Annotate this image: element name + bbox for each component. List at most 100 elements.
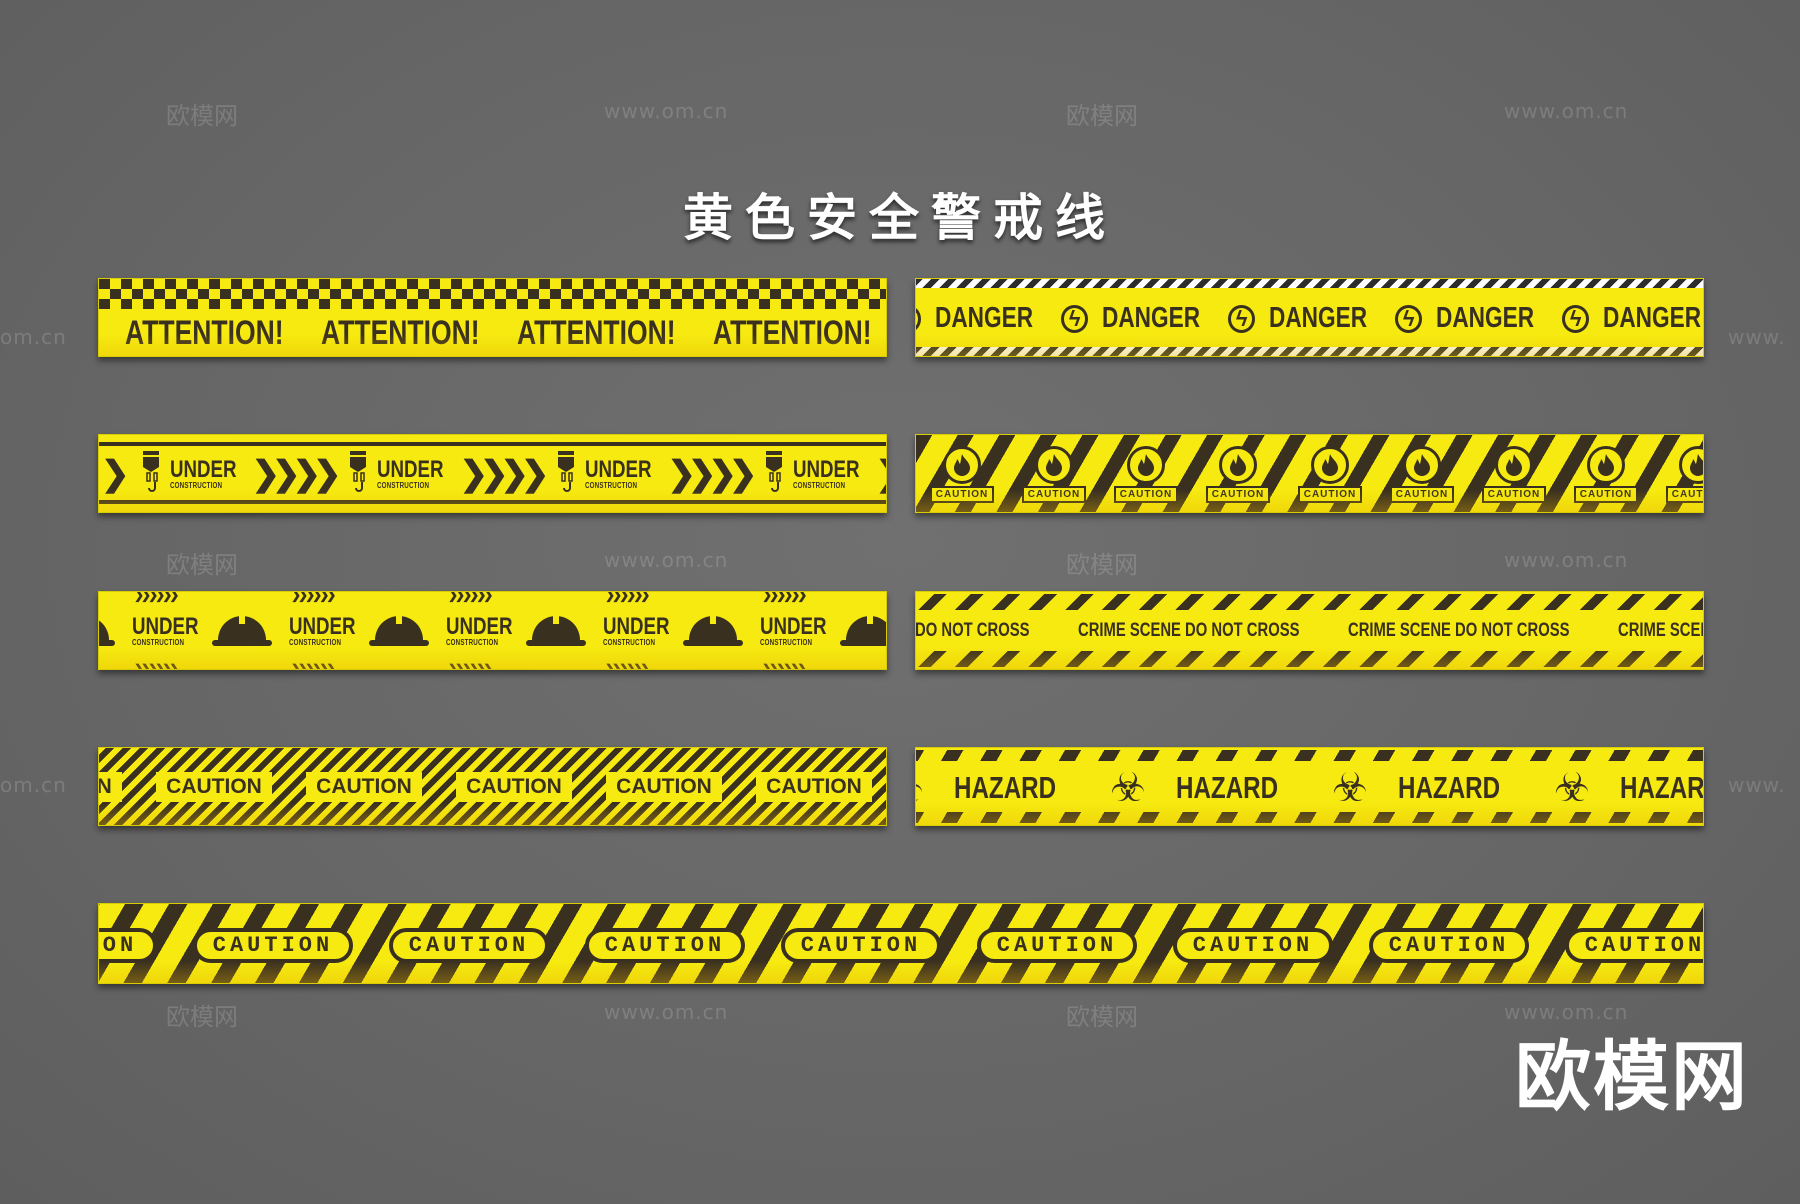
- tape-label: CRIME SCENE DO NOT CROSS: [1618, 620, 1703, 641]
- tape-segment: ATTENTION!: [687, 314, 883, 353]
- tape-danger: ϟDANGERϟDANGERϟDANGERϟDANGERϟDANGER: [915, 278, 1704, 357]
- tape-label: ATTENTION!: [125, 313, 284, 352]
- crane-hook-icon: [347, 450, 369, 498]
- caution-box: CAUTION: [156, 772, 272, 802]
- tape-segment: CAUTION: [175, 927, 371, 963]
- watermark: 欧模网: [1066, 551, 1138, 579]
- tape-segment: CAUTION: [1560, 445, 1652, 503]
- caution-box: CAUTION: [606, 772, 722, 802]
- chevron-icon: ❯❯❯❯❯❯: [762, 591, 807, 602]
- lightning-icon: ϟ: [1228, 304, 1256, 333]
- caution-box: CAUTION: [99, 772, 122, 802]
- caution-box: CAUTION: [929, 485, 995, 503]
- watermark: om.cn: [0, 773, 67, 797]
- tape-segment: CAUTION: [289, 772, 439, 802]
- crane-hook-icon: [763, 450, 785, 498]
- tape-label: DANGER: [1102, 302, 1201, 334]
- watermark: 欧模网: [166, 102, 238, 130]
- tape-title: UNDER: [132, 613, 199, 640]
- chevron-icon: ❯❯❯❯❯❯: [134, 591, 179, 602]
- dash-band: [916, 812, 1703, 823]
- fire-icon: [1127, 445, 1165, 484]
- watermark: www.om.cn: [1504, 1000, 1629, 1024]
- chevron-icon: ❯❯❯❯❯❯: [605, 591, 650, 602]
- tape-label: CRIME SCENE DO NOT CROSS: [1078, 620, 1300, 641]
- fire-icon: [1679, 445, 1703, 484]
- tape-subtitle: CONSTRUCTION: [603, 638, 656, 647]
- caution-box: CAUTION: [1665, 485, 1703, 503]
- tape-crime-scene: CRIME SCENE DO NOT CROSS CRIME SCENE DO N…: [915, 591, 1704, 670]
- page-title: 黄色安全警戒线: [683, 189, 1117, 247]
- tape-segment: CAUTION: [139, 772, 289, 802]
- chevron-icon: ❯❯❯❯❯❯: [605, 662, 650, 670]
- tape-segment: CAUTION: [959, 927, 1155, 963]
- hatch-band: [916, 651, 1703, 667]
- tape-segment: CAUTION: [1192, 445, 1284, 503]
- caution-pill: CAUTION: [192, 927, 354, 963]
- watermark: 欧模网: [166, 1003, 238, 1031]
- caution-pill: CAUTION: [1564, 927, 1703, 963]
- tape-label: DANGER: [1436, 302, 1535, 334]
- caution-pill: CAUTION: [584, 927, 746, 963]
- watermark: www.: [1728, 773, 1786, 797]
- tape-segment: ☣ HAZARD: [1554, 764, 1704, 811]
- biohazard-icon: ☣: [1554, 764, 1590, 811]
- tape-subtitle: CONSTRUCTION: [169, 480, 222, 490]
- tape-segment: CRIME SCENE DO NOT CROSS: [1348, 620, 1618, 642]
- tape-segment: ☣HAZARD: [1332, 765, 1554, 811]
- chevron-icon: ❯❯❯❯: [459, 455, 549, 493]
- tape-title: UNDER: [377, 455, 445, 483]
- tape-segment: CAUTION: [1100, 445, 1192, 503]
- caution-box: CAUTION: [1113, 485, 1179, 503]
- tape-subtitle: CONSTRUCTION: [446, 638, 499, 647]
- tape-segment: ☣HAZARD: [1110, 765, 1332, 811]
- watermark: om.cn: [0, 325, 67, 349]
- tape-label: HAZARD: [953, 769, 1056, 805]
- caution-box: CAUTION: [756, 772, 872, 802]
- tape-label: CRIME SCENE DO NOT CROSS: [1348, 620, 1570, 641]
- lightning-icon: ϟ: [1395, 304, 1423, 333]
- checker-band: [99, 279, 886, 309]
- fire-icon: [1403, 445, 1441, 484]
- caution-pill: CAUTION: [99, 927, 158, 963]
- tape-segment: ATTENTION!: [99, 314, 295, 353]
- hard-hat-icon: [99, 610, 117, 653]
- caution-pill: CAUTION: [1368, 927, 1530, 963]
- tape-segment: CAUTION: [739, 772, 886, 802]
- tape-segment: CAUTION: [1376, 445, 1468, 503]
- caution-box: CAUTION: [1297, 485, 1363, 503]
- tape-label: ATTENTION!: [713, 313, 872, 352]
- tape-label: HAZARD: [1619, 769, 1704, 805]
- chevron-icon: ❯❯❯❯: [667, 455, 757, 493]
- chevron-icon: ❯❯❯❯❯❯: [448, 591, 493, 602]
- tape-segment: CAUTION: [371, 927, 567, 963]
- tape-segment: ϟ DANGER: [1395, 302, 1562, 335]
- tape-title: UNDER: [169, 455, 237, 483]
- caution-box: CAUTION: [1573, 485, 1639, 503]
- tape-label: DANGER: [1269, 302, 1368, 334]
- tape-subtitle: CONSTRUCTION: [289, 638, 342, 647]
- crane-hook-icon: [555, 450, 577, 498]
- tape-label: CRIME SCENE DO NOT CROSS: [915, 620, 1030, 641]
- fire-icon: [1587, 445, 1625, 484]
- tape-segment: CAUTION: [1008, 445, 1100, 503]
- tape-segment: CAUTION: [763, 927, 959, 963]
- tape-label: HAZARD: [1175, 769, 1278, 805]
- fire-icon: [1219, 445, 1257, 484]
- watermark: www.om.cn: [604, 99, 729, 123]
- caution-pill: CAUTION: [780, 927, 942, 963]
